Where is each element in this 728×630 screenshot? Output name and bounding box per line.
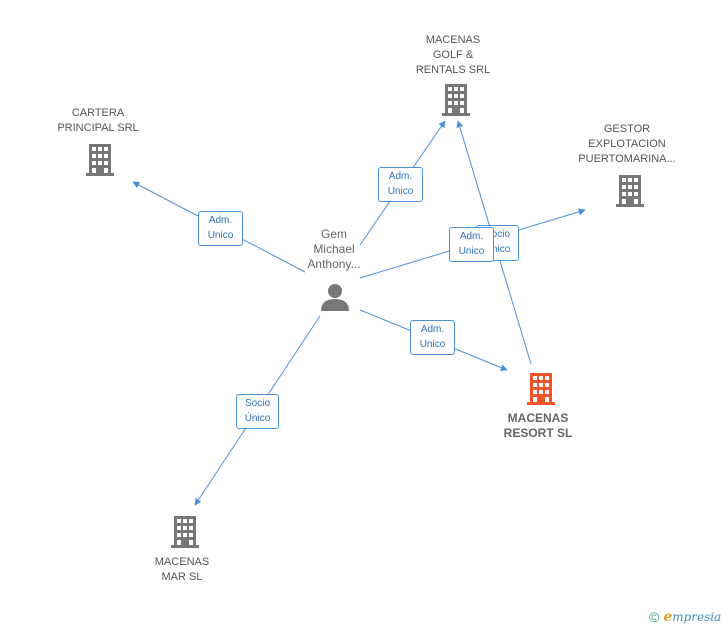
building-icon-golf[interactable] [442,84,470,116]
node-label-resort[interactable]: MACENAS RESORT SL [503,411,573,440]
person-icon[interactable] [321,284,349,311]
edge-label-to-golf: Adm. Unico [378,167,423,202]
building-icon-resort[interactable] [527,373,555,405]
edge-label-to-resort: Adm. Unico [410,320,455,355]
brand-logo-letter: e [663,609,673,625]
node-label-cartera[interactable]: CARTERA PRINCIPAL SRL [57,107,139,134]
edge-label-to-gestor: Adm. Unico [449,227,494,262]
copyright-icon: © [649,609,660,625]
building-icon-mar[interactable] [171,516,199,548]
node-label-person[interactable]: Gem Michael Anthony... [307,227,361,271]
building-icon-cartera[interactable] [86,144,114,176]
building-icon-gestor[interactable] [616,175,644,207]
edge-label-to-cartera: Adm. Unico [198,211,243,246]
node-label-golf[interactable]: MACENAS GOLF & RENTALS SRL [415,34,491,76]
edge-label-to-mar: Socio Único [236,394,279,429]
node-label-gestor[interactable]: GESTOR EXPLOTACION PUERTOMARINA... [578,123,676,165]
brand-logo-text: mpresia [672,610,722,624]
node-label-mar[interactable]: MACENAS MAR SL [154,556,210,583]
